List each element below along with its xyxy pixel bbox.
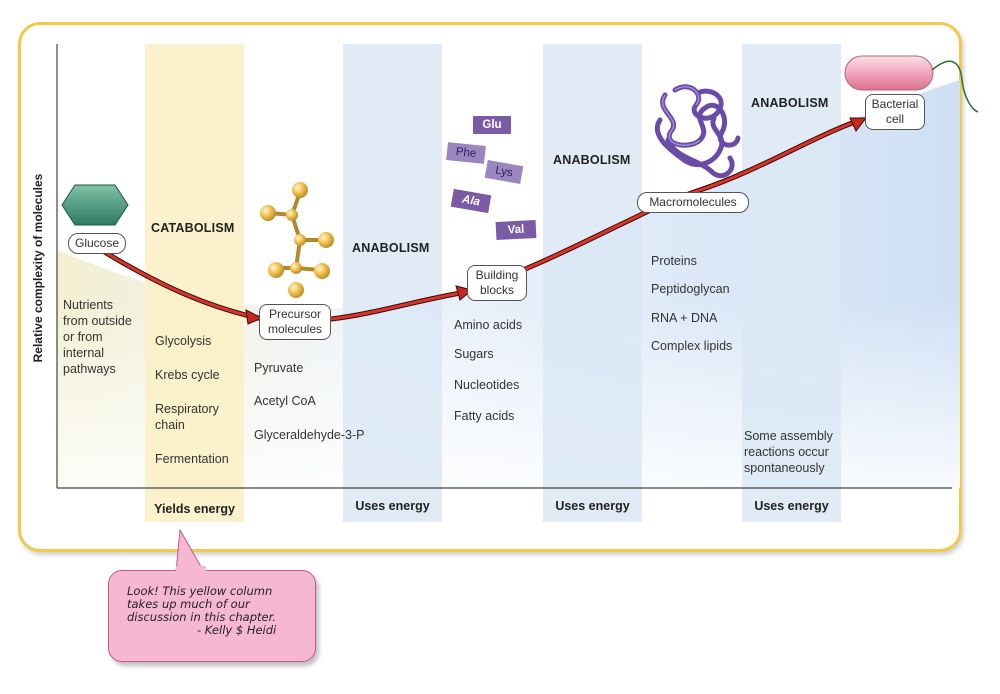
protein-macromolecule-icon [655, 84, 741, 179]
amino-acid-val: Val [495, 219, 537, 241]
macromolecules-node: Macromolecules [637, 192, 749, 213]
macro-item: RNA + DNA [651, 311, 718, 325]
assembly-note: Some assembly reactions occur spontaneou… [744, 429, 833, 475]
protein-highlight [662, 85, 701, 146]
yields-energy-label: Yields energy [154, 502, 235, 516]
building-item: Sugars [454, 347, 494, 361]
building-item: Amino acids [454, 318, 523, 332]
anabolism-heading-1: ANABOLISM [352, 241, 430, 255]
bacterial-cell-node: Bacterial cell [865, 94, 925, 130]
precursor-molecule-icon [269, 191, 325, 272]
speech-bubble: Look! This yellow column takes up much o… [108, 570, 316, 662]
anabolism-heading-2: ANABOLISM [553, 153, 631, 167]
glucose-node: Glucose [68, 233, 126, 254]
precursor-node: Precursor molecules [259, 304, 331, 340]
arrowhead-precursor [245, 309, 264, 325]
arrowhead-bacterial [849, 117, 868, 132]
macro-item: Peptidoglycan [651, 282, 730, 296]
catabolism-item: Glycolysis [155, 334, 212, 348]
catabolism-item: Respiratory chain [155, 402, 219, 432]
macro-item: Proteins [651, 254, 697, 268]
precursor-atoms [260, 182, 334, 298]
uses-energy-label-1: Uses energy [355, 499, 430, 513]
precursor-item: Acetyl CoA [254, 394, 316, 408]
precursor-item: Pyruvate [254, 361, 304, 375]
nutrients-text: Nutrients from outside or from internal … [63, 298, 132, 376]
building-item: Nucleotides [454, 378, 520, 392]
catabolism-item: Krebs cycle [155, 368, 220, 382]
glucose-hexagon-icon [61, 184, 129, 226]
anabolism-column-2 [543, 44, 642, 522]
anabolism-column-1 [343, 44, 442, 522]
macro-item: Complex lipids [651, 339, 733, 353]
building-blocks-node: Building blocks [467, 265, 527, 301]
bubble-pointer-fill [176, 566, 206, 576]
catabolism-heading: CATABOLISM [151, 221, 235, 235]
building-item: Fatty acids [454, 409, 515, 423]
precursor-item: Glyceraldehyde-3-P [254, 428, 365, 442]
amino-acid-phe: Phe [446, 142, 486, 164]
anabolism-column-3 [742, 44, 841, 522]
catabolism-item: Fermentation [155, 452, 229, 466]
flagellum-icon [931, 60, 979, 113]
bubble-text: Look! This yellow column takes up much o… [127, 584, 276, 624]
bacterial-cell-icon [844, 55, 934, 91]
amino-acid-glu: Glu [473, 116, 511, 134]
uses-energy-label-3: Uses energy [754, 499, 829, 513]
bubble-signature: - Kelly $ Heidi [197, 623, 277, 637]
uses-energy-label-2: Uses energy [555, 499, 630, 513]
anabolism-heading-3: ANABOLISM [751, 96, 829, 110]
